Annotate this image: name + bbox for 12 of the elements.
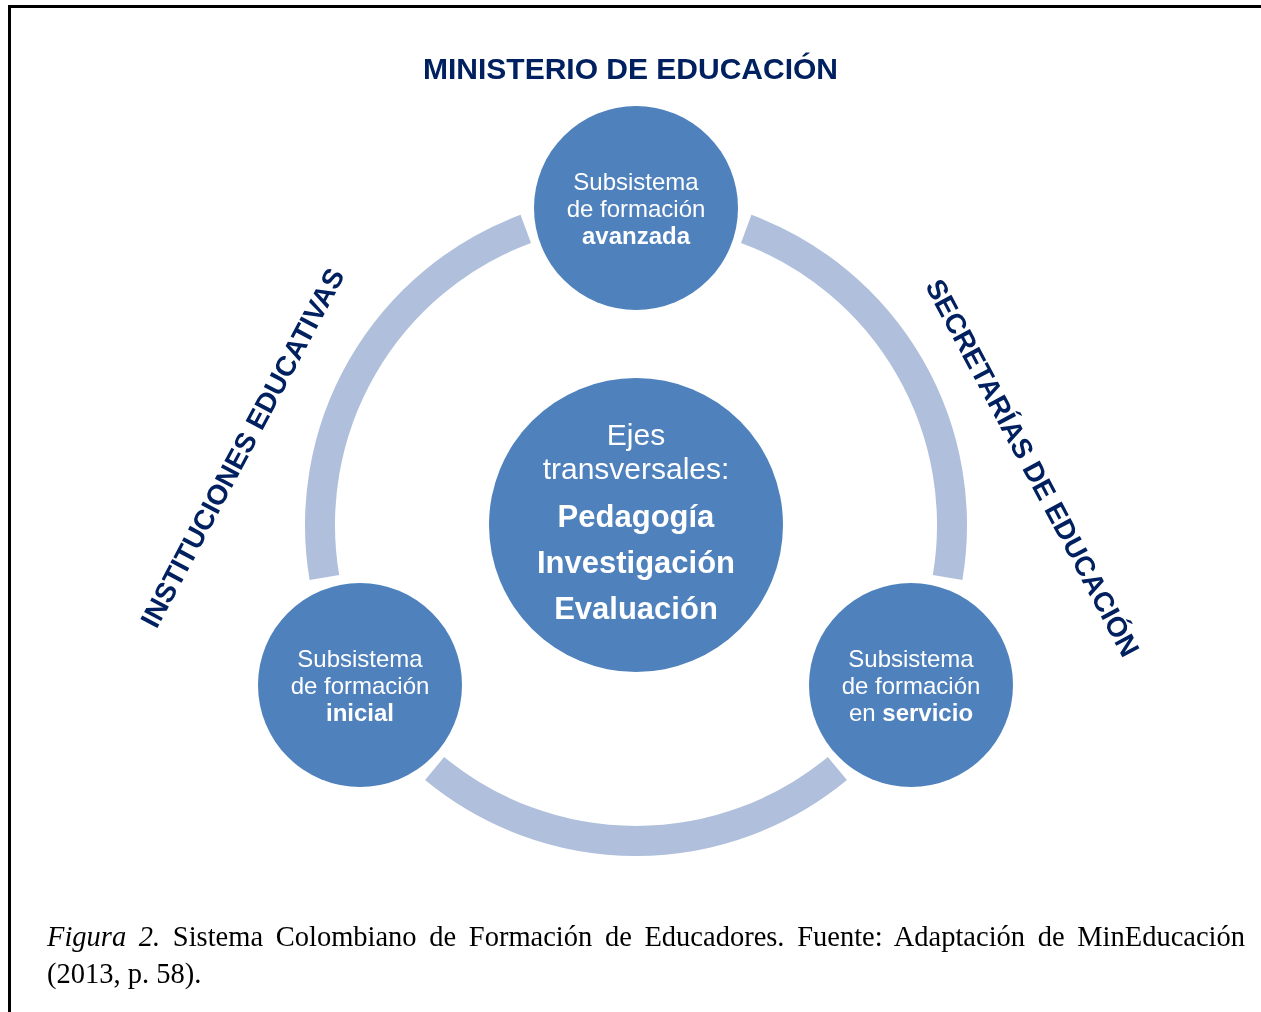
- circle-label: Subsistema de formación inicial: [290, 644, 430, 726]
- ring-arc-connector: [425, 756, 847, 856]
- axis-label: Evaluación: [554, 590, 718, 628]
- circle-label: Ejes transversales:: [541, 418, 731, 486]
- axis-label: Pedagogía: [557, 498, 715, 536]
- ring-arc-connector: [740, 215, 967, 580]
- axis-label: Investigación: [536, 544, 736, 582]
- diagram-title: MINISTERIO DE EDUCACIÓN: [422, 51, 839, 87]
- ring-arc-connector: [305, 215, 532, 580]
- circle-label: Subsistema de formación en servicio: [841, 644, 981, 726]
- figure-caption: Figura 2. Sistema Colombiano de Formación de Educadores. Fuente: Adaptación de MinEducación (2013, p. 58).: [47, 920, 1245, 991]
- circle-label: Subsistema de formación avanzada: [566, 167, 706, 249]
